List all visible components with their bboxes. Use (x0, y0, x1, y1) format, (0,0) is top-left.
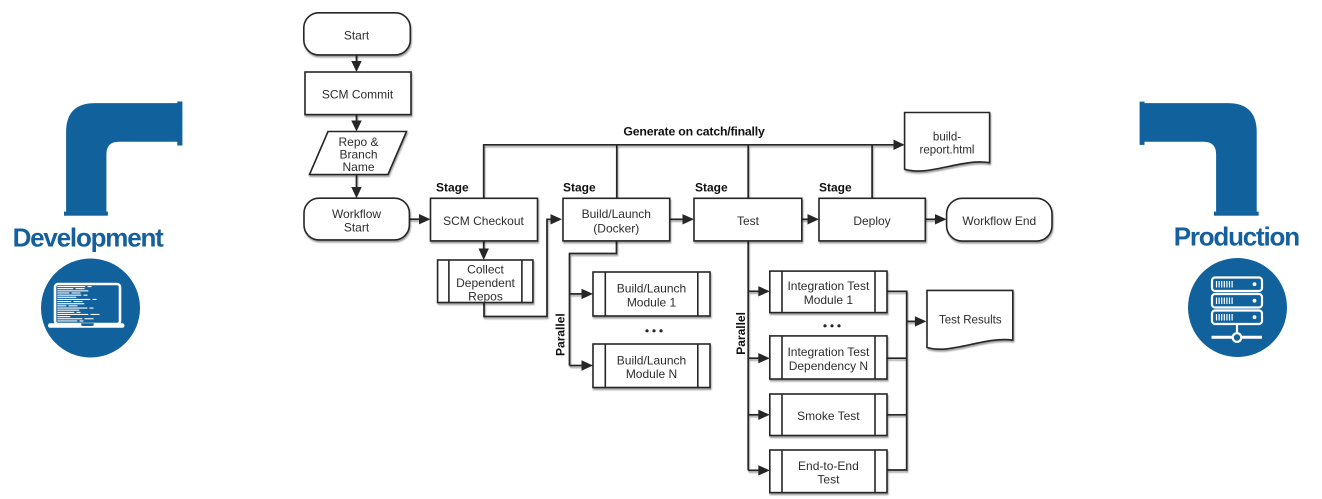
svg-text:Dependency N: Dependency N (789, 359, 868, 373)
svg-text:Stage: Stage (695, 181, 728, 195)
svg-text:Stage: Stage (563, 181, 596, 195)
svg-text:Test: Test (737, 214, 760, 228)
svg-text:Workflow: Workflow (332, 207, 381, 221)
svg-text:report.html: report.html (920, 144, 975, 156)
svg-text:Generate on catch/finally: Generate on catch/finally (623, 125, 765, 139)
svg-text:SCM Commit: SCM Commit (322, 88, 394, 102)
svg-text:Stage: Stage (819, 181, 852, 195)
svg-text:Repo &: Repo & (338, 135, 378, 149)
svg-text:Module N: Module N (626, 367, 677, 381)
svg-text:Start: Start (344, 28, 370, 42)
svg-text:Start: Start (344, 221, 370, 235)
svg-text:Module 1: Module 1 (627, 295, 677, 309)
svg-text:Test Results: Test Results (939, 314, 1002, 326)
svg-text:Workflow End: Workflow End (962, 214, 1036, 228)
svg-text:Production: Production (1174, 222, 1300, 252)
svg-text:Smoke Test: Smoke Test (797, 409, 860, 423)
svg-text:Parallel: Parallel (734, 312, 748, 355)
svg-text:Integration Test: Integration Test (787, 345, 869, 359)
svg-text:Stage: Stage (436, 181, 469, 195)
svg-text:Test: Test (817, 473, 840, 487)
svg-text:End-to-End: End-to-End (798, 459, 859, 473)
svg-text:Collect: Collect (467, 263, 504, 277)
svg-text:Build/Launch: Build/Launch (617, 282, 686, 296)
svg-text:Name: Name (342, 160, 374, 174)
svg-text:Parallel: Parallel (554, 313, 568, 356)
svg-text:Development: Development (13, 223, 165, 253)
svg-text:SCM Checkout: SCM Checkout (443, 214, 524, 228)
svg-text:Build/Launch: Build/Launch (582, 207, 651, 221)
svg-text:Branch: Branch (339, 147, 377, 161)
svg-text:Integration Test: Integration Test (787, 279, 869, 293)
svg-text:Repos: Repos (468, 290, 503, 304)
svg-text:Dependent: Dependent (456, 276, 515, 290)
svg-text:build-: build- (933, 131, 961, 143)
svg-text:Deploy: Deploy (853, 214, 890, 228)
svg-text:(Docker): (Docker) (593, 221, 639, 235)
svg-text:Build/Launch: Build/Launch (617, 353, 686, 367)
svg-text:Module 1: Module 1 (804, 293, 854, 307)
